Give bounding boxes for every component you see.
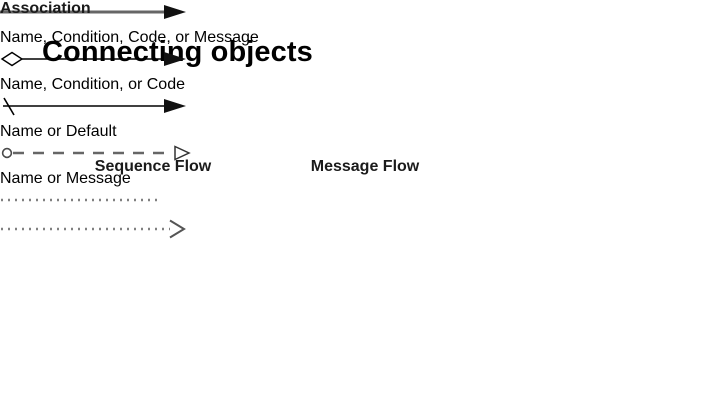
sequence-flow-plain-label: Name, Condition, Code, or Message: [0, 29, 720, 47]
label-line-top: Name, Condition,: [0, 29, 124, 46]
page-title: Connecting objects: [42, 36, 313, 68]
sequence-flow-default-line: [3, 97, 186, 116]
label-line-top: Name, Condition,: [0, 76, 124, 93]
connector-association-directed: [0, 217, 720, 246]
label-line-top: Name or: [0, 170, 62, 187]
connector-sequence-flow-conditional: Name, Condition, or Code: [0, 47, 720, 94]
connector-sequence-flow-plain: Name, Condition, Code, or Message: [0, 0, 720, 47]
label-line-bottom: Message: [65, 170, 131, 187]
filled-arrowhead-icon: [164, 52, 186, 66]
filled-arrowhead-icon: [164, 5, 186, 19]
open-arrowhead-icon: [169, 219, 186, 239]
message-flow-label: Name or Message: [0, 170, 720, 188]
sequence-flow-conditional-line: [0, 51, 186, 67]
label-line-bottom: or Code: [128, 76, 185, 93]
sequence-flow-plain-line: [0, 5, 186, 19]
hollow-arrowhead-icon: [174, 145, 191, 161]
column-heading-message-flow: Message Flow: [310, 158, 420, 175]
association-plain-line: [1, 198, 160, 202]
filled-arrowhead-icon: [164, 99, 186, 113]
label-line-bottom: Code, or Message: [128, 29, 259, 46]
slash-tick-icon: [3, 97, 15, 116]
column-heading-sequence-flow: Sequence Flow: [94, 158, 212, 175]
label-line-bottom: Default: [65, 123, 117, 140]
connector-association-plain: [0, 188, 720, 217]
label-line-top: Name or: [0, 123, 62, 140]
hollow-circle-icon: [1, 147, 13, 159]
hollow-diamond-icon: [0, 51, 24, 67]
sequence-flow-conditional-label: Name, Condition, or Code: [0, 76, 720, 94]
connector-message-flow: Name or Message: [0, 141, 720, 188]
message-flow-line: [1, 145, 191, 161]
association-directed-line: [1, 219, 186, 239]
sequence-flow-default-label: Name or Default: [0, 123, 720, 141]
connector-sequence-flow-default: Name or Default: [0, 94, 720, 141]
column-heading-association: Association: [0, 0, 91, 17]
